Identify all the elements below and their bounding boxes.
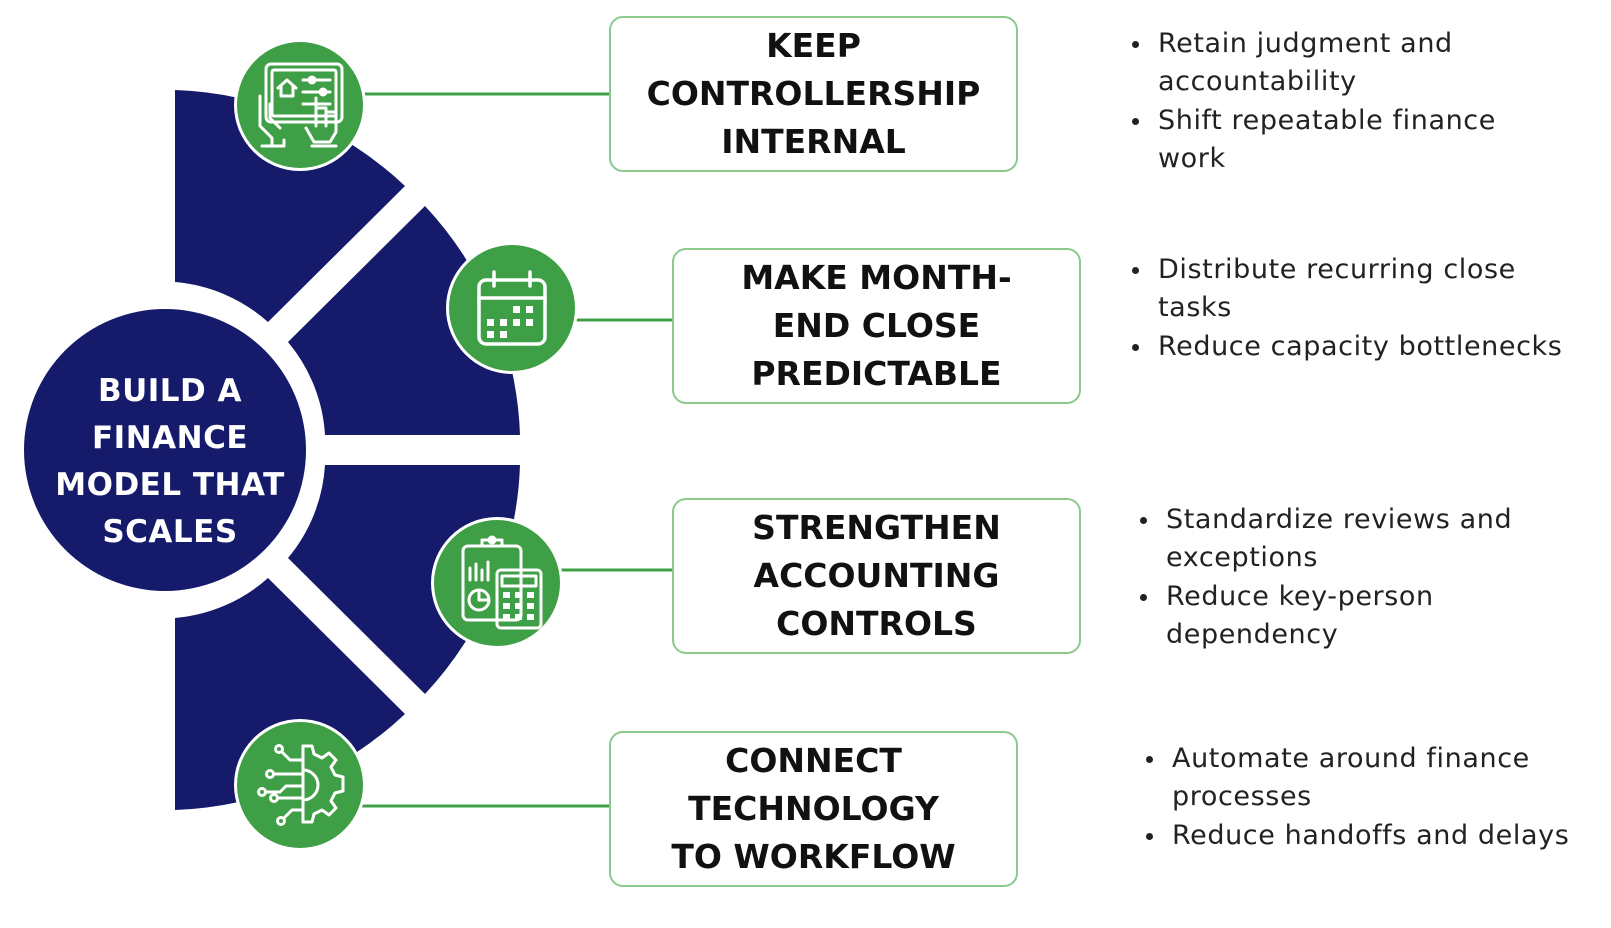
bullet-item: Reduce capacity bottlenecks [1128, 328, 1568, 366]
bullet-item: Standardize reviews and exceptions [1136, 501, 1576, 577]
hub-circle [24, 309, 306, 591]
pillar-title-1: KEEP CONTROLLERSHIP INTERNAL [646, 26, 981, 161]
tablet-dashboard-icon [234, 39, 366, 171]
pillar-title-4: CONNECT TECHNOLOGY TO WORKFLOW [671, 741, 956, 876]
pillar-title-3: STRENGTHEN ACCOUNTING CONTROLS [752, 508, 1001, 643]
bullet-item: Retain judgment and accountability [1128, 25, 1568, 101]
pillar-bullets-4: Automate around finance processes Reduce… [1142, 740, 1582, 856]
pillar-card-1: KEEP CONTROLLERSHIP INTERNAL [609, 16, 1018, 172]
pillar-bullets-3: Standardize reviews and exceptions Reduc… [1136, 501, 1576, 655]
pillar-card-3: STRENGTHEN ACCOUNTING CONTROLS [672, 498, 1081, 654]
bullet-item: Shift repeatable finance work [1128, 102, 1568, 178]
pillar-title-2: MAKE MONTH- END CLOSE PREDICTABLE [741, 258, 1012, 393]
hub-title: BUILD A FINANCE MODEL THAT SCALES [55, 373, 285, 550]
wedge-segment-2 [288, 206, 520, 435]
bullet-item: Distribute recurring close tasks [1128, 251, 1568, 327]
pillar-card-4: CONNECT TECHNOLOGY TO WORKFLOW [609, 731, 1018, 887]
clipboard-calculator-icon [431, 517, 563, 649]
calendar-icon [446, 242, 578, 374]
pillar-card-2: MAKE MONTH- END CLOSE PREDICTABLE [672, 248, 1081, 404]
pillar-bullets-1: Retain judgment and accountability Shift… [1128, 25, 1568, 179]
circuit-gear-icon [234, 719, 366, 851]
bullet-item: Reduce handoffs and delays [1142, 817, 1582, 855]
pillar-bullets-2: Distribute recurring close tasks Reduce … [1128, 251, 1568, 367]
bullet-item: Automate around finance processes [1142, 740, 1582, 816]
bullet-item: Reduce key-person dependency [1136, 578, 1576, 654]
